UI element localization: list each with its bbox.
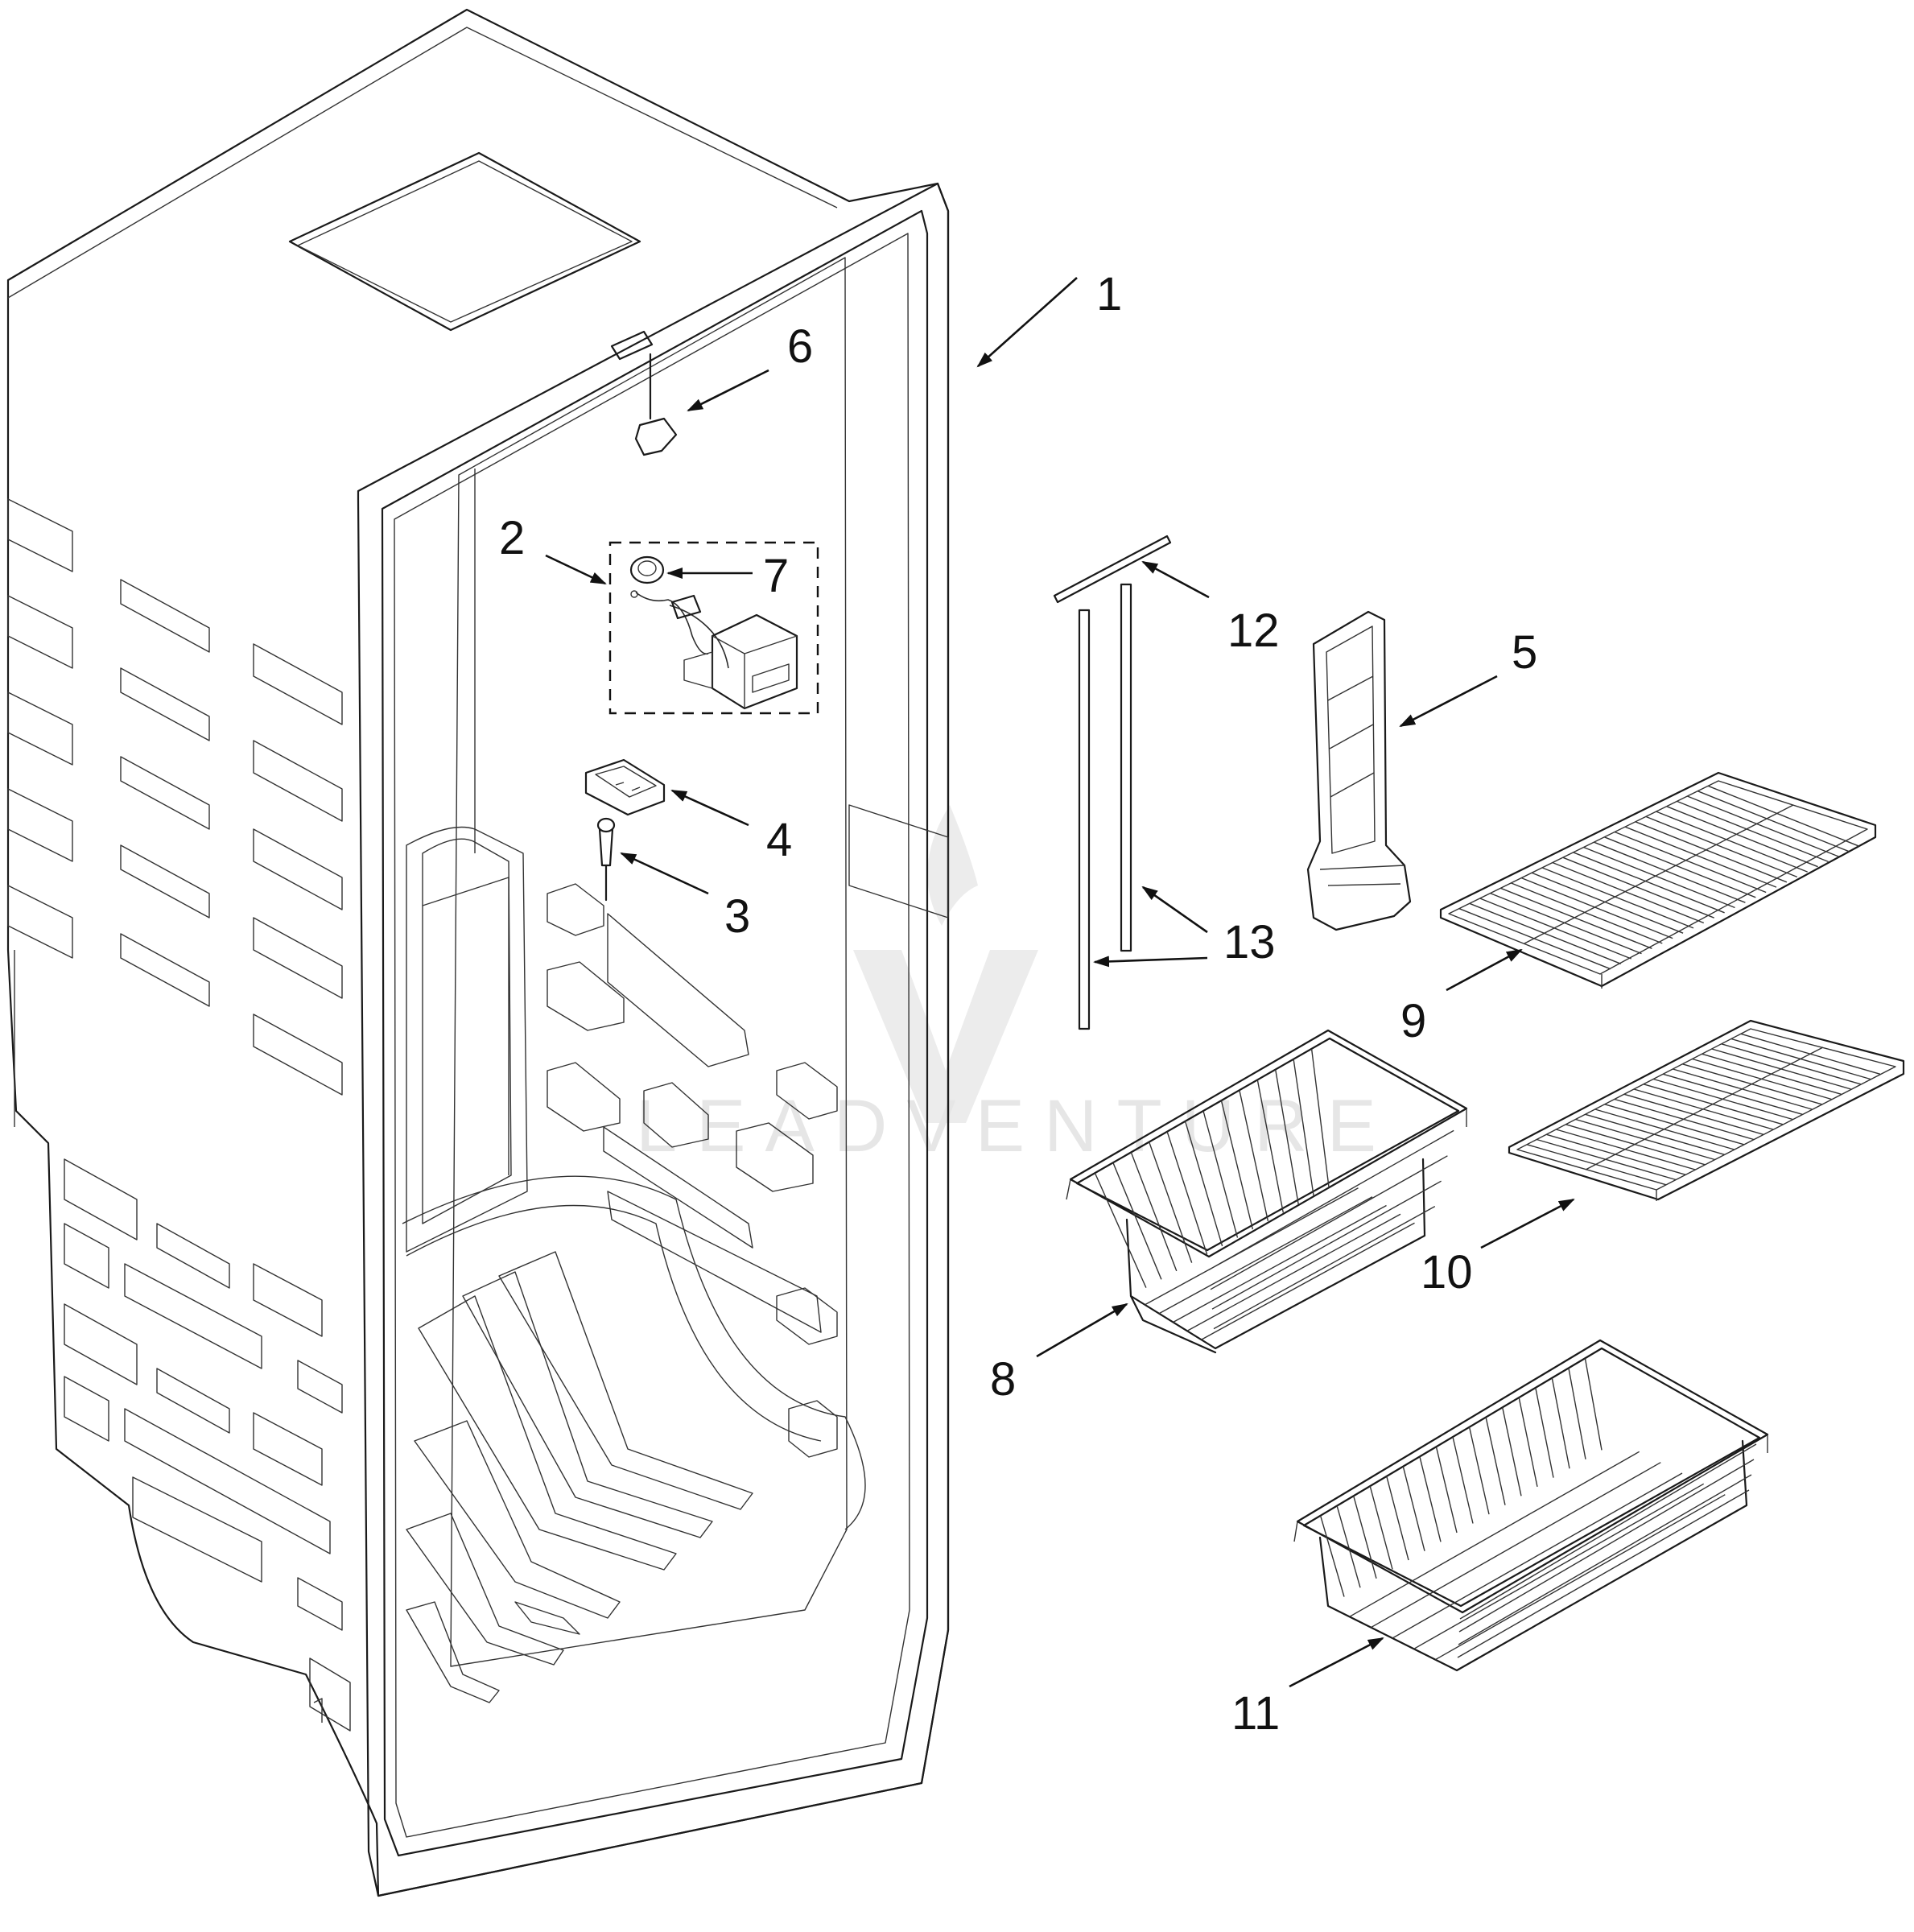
watermark: LEADVENTURE: [636, 805, 1396, 1167]
callout-8: 8: [990, 1353, 1016, 1406]
callout-3: 3: [724, 890, 750, 943]
callout-1: 1: [1096, 268, 1122, 320]
side-pockets: [7, 498, 351, 1732]
part-sensor: [596, 817, 616, 902]
watermark-text: LEADVENTURE: [636, 1085, 1396, 1167]
shelf-supports: [547, 883, 838, 1458]
part-wire-shelf-upper: [1439, 771, 1877, 989]
part-wire-basket-upper: [1066, 1029, 1468, 1354]
leader-3: [620, 852, 709, 895]
part-wire-shelf-lower: [1508, 1019, 1905, 1201]
callout-6: 6: [787, 320, 813, 373]
leader-4: [670, 789, 749, 827]
callout-12: 12: [1227, 605, 1280, 657]
part-liner: [6, 8, 950, 1897]
leader-1: [976, 277, 1078, 368]
leader-13b: [1093, 956, 1208, 968]
part-control-assembly: [608, 541, 819, 715]
part-clip: [610, 330, 678, 456]
part-light-housing: [584, 758, 666, 816]
leader-6: [687, 369, 769, 412]
watermark-logo-icon: [853, 805, 1038, 1123]
callout-11: 11: [1231, 1687, 1280, 1740]
leader-11: [1289, 1637, 1384, 1688]
leader-8: [1036, 1302, 1128, 1358]
part-knob: [629, 555, 665, 584]
callout-9: 9: [1400, 995, 1426, 1047]
callout-7: 7: [763, 550, 789, 602]
part-air-duct: [1306, 610, 1412, 931]
leader-13a: [1141, 886, 1208, 934]
leader-5: [1399, 675, 1498, 728]
part-wire-basket-lower: [1293, 1339, 1769, 1672]
callout-4: 4: [766, 814, 792, 866]
leader-9: [1446, 948, 1523, 992]
callout-labels: 1 2 3 4 5 6 7 8 9 10 11 12 13: [499, 268, 1537, 1740]
leader-10: [1480, 1198, 1575, 1249]
callout-5: 5: [1512, 626, 1537, 679]
leader-2: [545, 554, 607, 585]
callout-10: 10: [1421, 1246, 1473, 1298]
leader-lines: [545, 277, 1575, 1688]
callout-2: 2: [499, 512, 525, 564]
callout-13: 13: [1223, 916, 1276, 968]
part-trim-strip-vertical: [1078, 583, 1132, 1030]
part-trim-strip-horizontal: [1053, 535, 1172, 604]
leader-12: [1141, 560, 1210, 599]
